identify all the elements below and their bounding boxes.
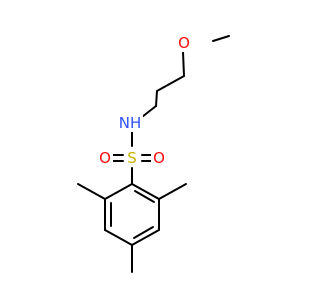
bond-layer [77, 35, 230, 273]
atom-o-left: O [97, 149, 113, 167]
atom-o-right-label: O [153, 149, 165, 167]
atom-s-label: S [127, 149, 137, 167]
bond-ch3-o [212, 35, 230, 42]
atom-layer: O NH S O O [97, 34, 192, 167]
ring-bond-1 [131, 183, 160, 200]
atom-nh-label: NH [119, 114, 142, 132]
bond-methyl-right [158, 183, 187, 200]
bond-ch2-ch2b [155, 90, 158, 107]
atom-s: S [124, 149, 140, 167]
ring-bond-6 [104, 183, 133, 200]
atom-o-left-label: O [99, 149, 111, 167]
atom-o-methoxy-label: O [178, 34, 190, 52]
bond-ch2-n [141, 105, 157, 118]
ring-bond-3 [131, 229, 160, 246]
bond-methyl-left [77, 183, 106, 200]
ring-inner-2 [133, 226, 154, 239]
atom-o-methoxy: O [176, 34, 192, 52]
atom-nh: NH [117, 114, 143, 132]
ring-inner-1 [134, 190, 155, 203]
bond-ch2-ch2 [156, 75, 185, 92]
bond-o-ch2 [182, 51, 185, 77]
atom-o-right: O [151, 149, 167, 167]
ring-bond-4 [104, 229, 133, 246]
molecule-structure: O NH S O O [77, 34, 230, 273]
